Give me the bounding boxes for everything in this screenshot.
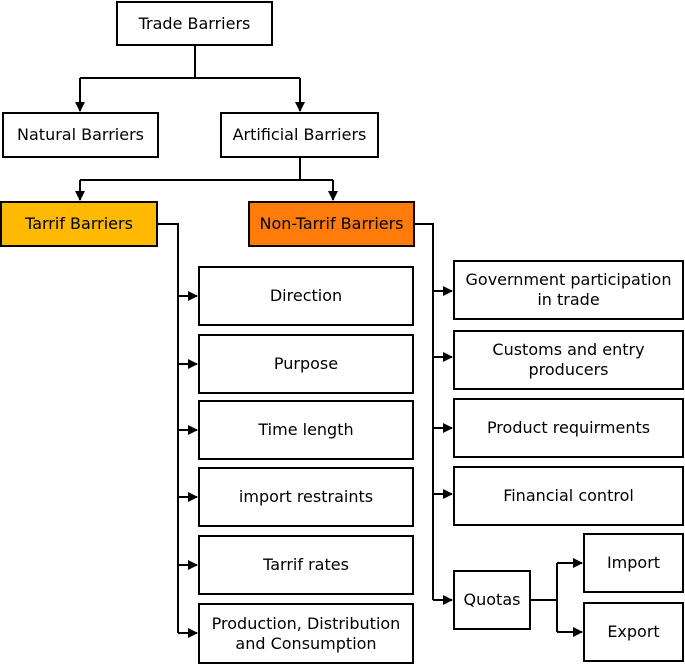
node-product-requirements: Product requirments <box>453 398 684 458</box>
node-label: Quotas <box>463 590 521 609</box>
node-export: Export <box>583 602 684 662</box>
connector-trade-split <box>80 46 300 79</box>
node-label: Export <box>607 622 660 641</box>
node-natural-barriers: Natural Barriers <box>2 112 159 158</box>
node-non-tarif-barriers: Non-Tarrif Barriers <box>248 201 415 247</box>
node-label: Tarrif rates <box>263 555 349 574</box>
node-quotas: Quotas <box>453 570 531 630</box>
node-import: Import <box>583 533 684 593</box>
node-label: Direction <box>269 286 343 305</box>
node-customs-entry: Customs and entry producers <box>453 330 684 390</box>
connector-tarif-bus <box>158 223 179 633</box>
node-label: Time length <box>258 420 354 439</box>
connector-nontarif-bus <box>415 223 434 600</box>
node-label: Government participation in trade <box>465 270 672 309</box>
node-direction: Direction <box>198 266 414 326</box>
node-label: Trade Barriers <box>138 13 251 33</box>
node-trade-barriers: Trade Barriers <box>116 1 273 46</box>
node-label: Product requirments <box>486 418 651 437</box>
node-label: Non-Tarrif Barriers <box>259 214 404 233</box>
node-label: Natural Barriers <box>17 125 144 144</box>
node-label: Purpose <box>273 354 339 373</box>
node-label: import restraints <box>238 487 374 506</box>
connector-quotas-split <box>531 563 558 632</box>
node-label: Import <box>606 553 661 572</box>
node-tarif-barriers: Tarrif Barriers <box>0 201 158 247</box>
node-government-participation: Government participation in trade <box>453 260 684 320</box>
node-time-length: Time length <box>198 400 414 460</box>
node-label: Production, Distribution and Consumption <box>211 613 401 653</box>
node-production-distribution-consumption: Production, Distribution and Consumption <box>198 603 414 664</box>
node-tarif-rates: Tarrif rates <box>198 535 414 595</box>
node-label: Tarrif Barriers <box>25 214 133 233</box>
node-label: Artificial Barriers <box>232 125 367 144</box>
node-artificial-barriers: Artificial Barriers <box>220 112 379 158</box>
connector-artificial-split <box>80 158 333 181</box>
node-import-restraints: import restraints <box>198 467 414 527</box>
node-purpose: Purpose <box>198 334 414 394</box>
node-label: Financial control <box>503 486 634 505</box>
node-financial-control: Financial control <box>453 466 684 526</box>
node-label: Customs and entry producers <box>492 340 645 379</box>
